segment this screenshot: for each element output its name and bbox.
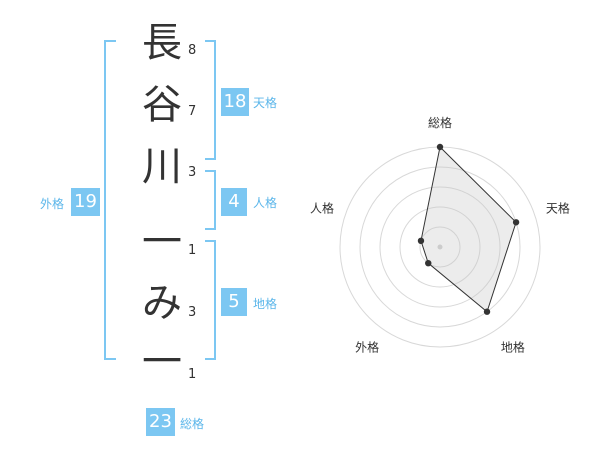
- name-char-2: 谷: [142, 82, 182, 128]
- radar-axis-label-2: 天格: [546, 201, 570, 216]
- radar-axis-label-5: 人格: [310, 201, 334, 216]
- jinkaku-value-badge: 4: [221, 188, 247, 216]
- radar-point-5: [417, 237, 425, 245]
- soukaku-value-badge: 23: [146, 408, 175, 436]
- radar-grid-ring: [419, 226, 461, 268]
- radar-axis-label-1: 総格: [428, 115, 452, 130]
- stroke-count-3: 3: [188, 165, 197, 180]
- chikaku-label: 地格: [253, 297, 278, 311]
- stroke-count-5: 3: [188, 305, 197, 320]
- name-char-6: 一: [142, 339, 182, 385]
- radar-point-1: [436, 143, 444, 151]
- tenkaku-bracket: [205, 40, 216, 160]
- gaikaku-label: 外格: [40, 197, 65, 211]
- tenkaku-label: 天格: [253, 96, 278, 110]
- radar-grid-ring: [399, 206, 481, 288]
- name-char-1: 長: [142, 20, 182, 66]
- jinkaku-bracket: [205, 170, 216, 230]
- name-char-5: み: [142, 280, 182, 326]
- soukaku-label: 総格: [180, 417, 205, 431]
- radar-point-4: [425, 259, 432, 267]
- stroke-count-1: 8: [188, 43, 197, 58]
- radar-series-polygon: [420, 145, 517, 313]
- tenkaku-value-badge: 18: [221, 88, 249, 116]
- jinkaku-label: 人格: [253, 196, 278, 210]
- radar-grid-ring: [379, 186, 501, 308]
- gaikaku-bracket: [104, 40, 116, 360]
- gaikaku-value-badge: 19: [71, 188, 100, 216]
- name-char-4: 一: [142, 219, 182, 265]
- chikaku-bracket: [205, 240, 216, 360]
- radar-axis-label-4: 外格: [355, 339, 379, 354]
- stroke-count-2: 7: [188, 104, 197, 119]
- radar-point-3: [483, 308, 491, 315]
- name-char-3: 川: [142, 144, 182, 190]
- radar-point-2: [512, 219, 520, 226]
- chikaku-value-badge: 5: [221, 288, 247, 316]
- radar-center-dot: [437, 244, 443, 250]
- stroke-count-6: 1: [188, 367, 197, 382]
- radar-axis-label-3: 地格: [501, 339, 525, 354]
- stroke-count-4: 1: [188, 243, 197, 258]
- radar-grid-ring: [359, 166, 521, 328]
